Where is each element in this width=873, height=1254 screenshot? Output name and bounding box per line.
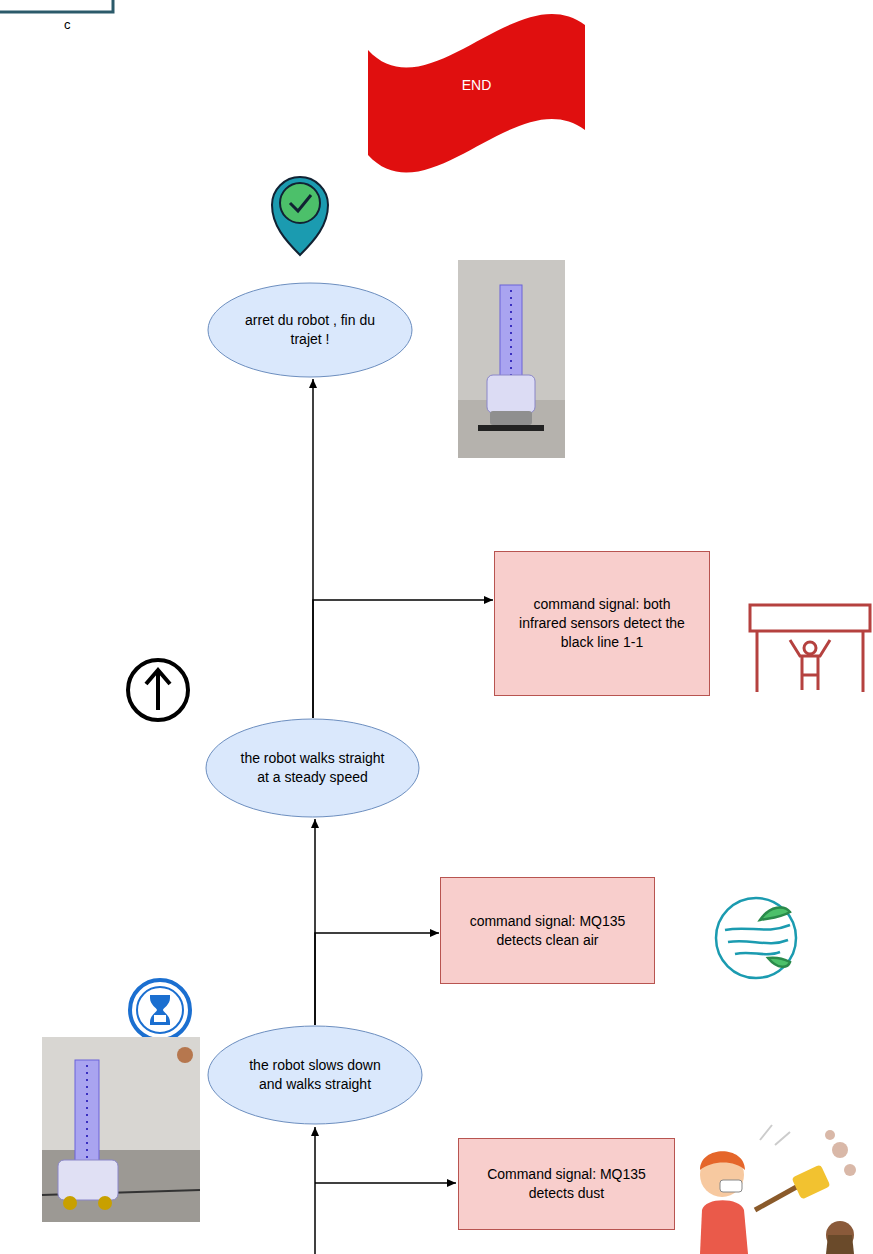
node-text: END	[462, 76, 492, 95]
signal-box-outline	[458, 1138, 675, 1230]
robot-photo	[42, 1037, 200, 1222]
incoming-line	[314, 1127, 316, 1254]
signal-box: command signal: MQ135 detects clean air	[440, 877, 655, 984]
up-arrow-icon	[128, 660, 188, 720]
state-ellipse-outline	[207, 1025, 423, 1125]
node-text: the robot slows down and walks straight	[237, 1056, 393, 1094]
dust-person-icon	[700, 1125, 856, 1254]
signal-box-shape	[459, 1139, 675, 1230]
state-ellipse: the robot slows down and walks straight	[207, 1025, 423, 1125]
end-banner: END	[368, 5, 585, 165]
finish-icon	[750, 605, 870, 692]
state-ellipse-shape	[208, 1026, 422, 1124]
state-ellipse-shape	[206, 719, 419, 817]
state-ellipse-outline	[207, 282, 413, 378]
signal-box: Command signal: MQ135 detects dust	[458, 1138, 675, 1230]
state-ellipse: arret du robot , fin du trajet !	[207, 282, 413, 378]
signal-box: command signal: both infrared sensors de…	[494, 551, 710, 696]
signal-box-outline	[440, 877, 655, 984]
robot-photo	[458, 260, 565, 458]
state-ellipse-outline	[205, 718, 420, 818]
node-text: the robot walks straight at a steady spe…	[235, 749, 390, 787]
branch-line	[315, 1182, 456, 1184]
partial-box	[0, 0, 113, 12]
check-pin-icon	[272, 177, 328, 255]
node-text: command signal: both infrared sensors de…	[509, 595, 695, 652]
end-banner-shape	[368, 14, 585, 173]
flow-arrow	[315, 933, 439, 1025]
node-text: Command signal: MQ135 detects dust	[476, 1165, 658, 1203]
hourglass-icon	[130, 980, 190, 1040]
node-text: arret du robot , fin du trajet !	[234, 311, 386, 349]
corner-label: c	[64, 17, 71, 32]
state-ellipse-shape	[208, 283, 412, 377]
flow-arrow	[313, 600, 493, 718]
signal-box-shape	[495, 552, 710, 696]
wind-icon	[716, 898, 796, 978]
state-ellipse: the robot walks straight at a steady spe…	[205, 718, 420, 818]
node-text: command signal: MQ135 detects clean air	[457, 912, 638, 950]
signal-box-shape	[441, 878, 655, 984]
